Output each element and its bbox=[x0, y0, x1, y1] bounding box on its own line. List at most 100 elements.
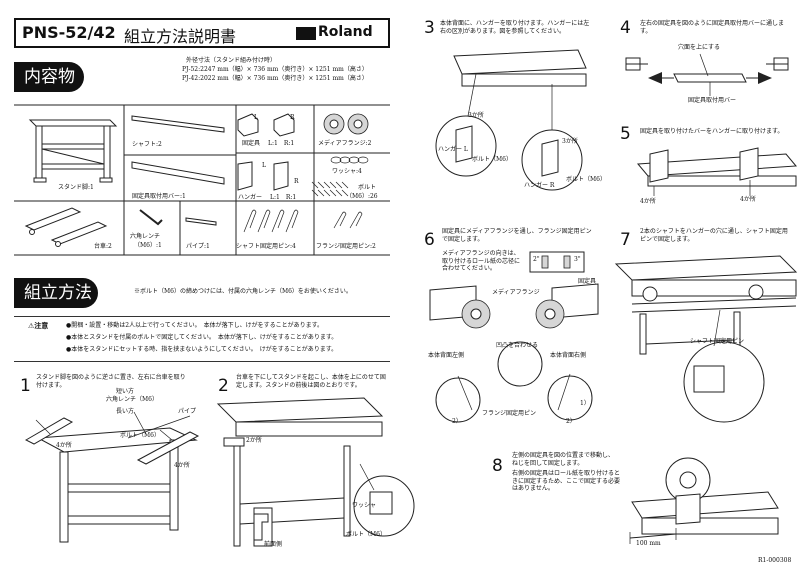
part-base-label: 台車:2 bbox=[94, 243, 112, 250]
step-3-label-hanger-r: ハンガー R bbox=[524, 182, 555, 189]
part-shaft-label: シャフト:2 bbox=[132, 141, 162, 148]
step-4-label-bar: 固定具取付用バー bbox=[688, 97, 737, 104]
part-fixture-label: 固定具 bbox=[242, 140, 261, 147]
part-bolt-label: ボルト bbox=[358, 184, 377, 191]
roland-logo: Roland bbox=[318, 24, 373, 40]
step-3-label-3places-a: 3か所 bbox=[468, 112, 484, 119]
step-3-label-3places-b: 3か所 bbox=[562, 138, 578, 145]
shaft-drawing bbox=[131, 115, 225, 133]
step-2-drawing bbox=[216, 397, 415, 547]
step-6-label-2b: 2） bbox=[566, 418, 576, 425]
step-3-drawing bbox=[435, 49, 587, 191]
step-2-label-front: 前面側 bbox=[264, 541, 283, 548]
step-6-number: 6 bbox=[424, 230, 435, 250]
step-6-text-2: メディアフランジの向きは、取り付けるロール紙の芯径に合わせてください。 bbox=[442, 250, 521, 272]
step-1-drawing bbox=[24, 411, 200, 543]
part-bar-label: 固定具取付用バー:1 bbox=[132, 193, 186, 200]
step-1-label-wrench: 六角レンチ（M6） bbox=[106, 396, 158, 403]
step-5-drawing bbox=[636, 147, 798, 196]
caution-line-2: ●本体とスタンドを付属のボルトで固定してください。 本体が落下し、けがをすること… bbox=[66, 334, 338, 341]
step-8-drawing bbox=[629, 457, 779, 544]
step-5-number: 5 bbox=[620, 124, 631, 144]
pipe-drawing bbox=[185, 217, 217, 226]
step-6-label-fixture: 固定具 bbox=[578, 278, 597, 285]
step-2-label-bolt: ボルト（M6） bbox=[346, 531, 386, 538]
dimensions-pj52: PJ-52:2247 mm（幅）× 736 mm（奥行き）× 1251 mm（高… bbox=[182, 66, 368, 73]
caution-box bbox=[14, 316, 390, 362]
step-6-label-1: 1） bbox=[580, 400, 590, 407]
section-assembly-heading: 組立方法 bbox=[14, 278, 98, 308]
step-6-label-3in: 3" bbox=[574, 256, 581, 263]
washer-drawing bbox=[330, 156, 369, 164]
step-6-label-rear-right: 本体背面右側 bbox=[550, 352, 587, 359]
part-flange-label: メディアフランジ:2 bbox=[318, 140, 372, 147]
flange-pin-drawing bbox=[333, 211, 363, 229]
step-4-label-hole-up: 穴面を上にする bbox=[678, 44, 721, 51]
step-8-number: 8 bbox=[492, 456, 503, 476]
step-3-number: 3 bbox=[424, 18, 435, 38]
step-7-number: 7 bbox=[620, 230, 631, 250]
step-3-text: 本体背面に、ハンガーを取り付けます。ハンガーには左右の区別があります。図を参照し… bbox=[440, 20, 590, 35]
step-8-label-100mm: 100 mm bbox=[636, 540, 661, 547]
hanger-l-tag: L bbox=[262, 162, 266, 169]
bar-drawing bbox=[131, 161, 225, 185]
step-1-label-4places-b: 4か所 bbox=[174, 462, 190, 469]
fixture-r-tag: R bbox=[290, 114, 295, 121]
step-7-drawing bbox=[614, 255, 798, 423]
step-5-label-4places-a: 4か所 bbox=[640, 198, 656, 205]
parts-grid-lines bbox=[14, 104, 390, 256]
stand-drawing bbox=[28, 119, 118, 183]
hanger-r-tag: R bbox=[294, 178, 299, 185]
wrench-drawing bbox=[139, 209, 163, 226]
step-4-number: 4 bbox=[620, 18, 631, 38]
step-6-label-rear-left: 本体背面左側 bbox=[428, 352, 465, 359]
step-6-drawing bbox=[429, 283, 599, 423]
dimensions-title: 外径寸法（スタンド組み付け時） bbox=[186, 57, 277, 64]
step-3-label-bolt-a: ボルト（M6） bbox=[472, 156, 512, 163]
bolt-note: ※ボルト（M6）の締めつけには、付属の六角レンチ（M6）をお使いください。 bbox=[134, 288, 352, 295]
caution-line-3: ●本体をスタンドにセットする時、指を挟まないようにしてください。 けがをすること… bbox=[66, 346, 338, 353]
roland-logo-mark bbox=[296, 27, 316, 40]
step-4-text: 左右の固定具を図のように固定具取付用バーに通します。 bbox=[640, 20, 785, 35]
part-wrench-label: 六角レンチ bbox=[130, 233, 161, 240]
section-contents-heading: 内容物 bbox=[14, 62, 84, 92]
step-1-label-long: 長い方 bbox=[116, 408, 135, 415]
caution-label: ⚠注意 bbox=[28, 322, 49, 330]
step-6-label-flange-pin: フランジ固定用ピン bbox=[482, 410, 537, 417]
step-6-label-flange: メディアフランジ bbox=[492, 289, 540, 296]
step-3-label-bolt-b: ボルト（M6） bbox=[566, 176, 606, 183]
part-flange-pin-label: フランジ固定用ピン:2 bbox=[316, 243, 376, 250]
step-1-text: スタンド脚を図のように逆さに置き、左右に台車を取り付けます。 bbox=[36, 374, 186, 389]
fixture-l-tag: L bbox=[254, 114, 258, 121]
step-1-label-bolt: ボルト（M6） bbox=[120, 432, 160, 439]
step-8-text-2: 右側の固定具はロール紙を取り付けるときに固定するため、ここで固定する必要はありま… bbox=[512, 470, 621, 492]
step-8-text: 左側の固定具を図の位置まで移動し、ねじを回して固定します。 bbox=[512, 452, 615, 467]
part-bolt-count: （M6）:26 bbox=[346, 193, 378, 200]
part-washer-label: ワッシャ:4 bbox=[332, 168, 362, 175]
part-fixture-count: L:1 R:1 bbox=[268, 140, 295, 147]
step-2-label-washer: ワッシャ bbox=[352, 502, 377, 509]
parts-grid bbox=[14, 104, 390, 256]
step-6-label-2a: 2） bbox=[452, 418, 462, 425]
part-wrench-count: （M6）:1 bbox=[134, 242, 162, 249]
part-hanger-count: L:1 R:1 bbox=[270, 194, 297, 201]
caution-line-1: ●開梱・設置・移動は2人以上で行ってください。 本体が落下し、けがをすることがあ… bbox=[66, 322, 323, 329]
step-2-text: 台車を下にしてスタンドを起こし、本体を上にのせて固定します。スタンドの前後は図の… bbox=[236, 374, 386, 389]
step-7-label-shaft-pin: シャフト固定用ピン bbox=[690, 338, 745, 345]
model-name: PNS-52/42 bbox=[22, 23, 116, 42]
document-code: R1-000308 bbox=[758, 557, 792, 564]
step-5-text: 固定具を取り付けたバーをハンガーに取り付けます。 bbox=[640, 128, 784, 135]
part-pipe-label: パイプ:1 bbox=[186, 243, 210, 250]
step-1-label-short: 短い方 bbox=[116, 388, 135, 395]
shaft-pin-drawing bbox=[243, 209, 299, 233]
dimensions-pj42: PJ-42:2022 mm（幅）× 736 mm（奥行き）× 1251 mm（高… bbox=[182, 75, 368, 82]
step-1-label-4places-a: 4か所 bbox=[56, 442, 72, 449]
fixture-drawing bbox=[237, 113, 295, 137]
step-2-label-2places: 2か所 bbox=[246, 437, 262, 444]
part-shaft-pin-label: シャフト固定用ピン:4 bbox=[236, 243, 296, 250]
step-3-label-hanger-l: ハンガー L bbox=[438, 146, 468, 153]
header-box bbox=[14, 18, 390, 48]
step-1-label-pipe: パイプ bbox=[178, 408, 197, 415]
bolt-drawing bbox=[311, 181, 349, 197]
step-6-flange-inset bbox=[529, 251, 585, 273]
